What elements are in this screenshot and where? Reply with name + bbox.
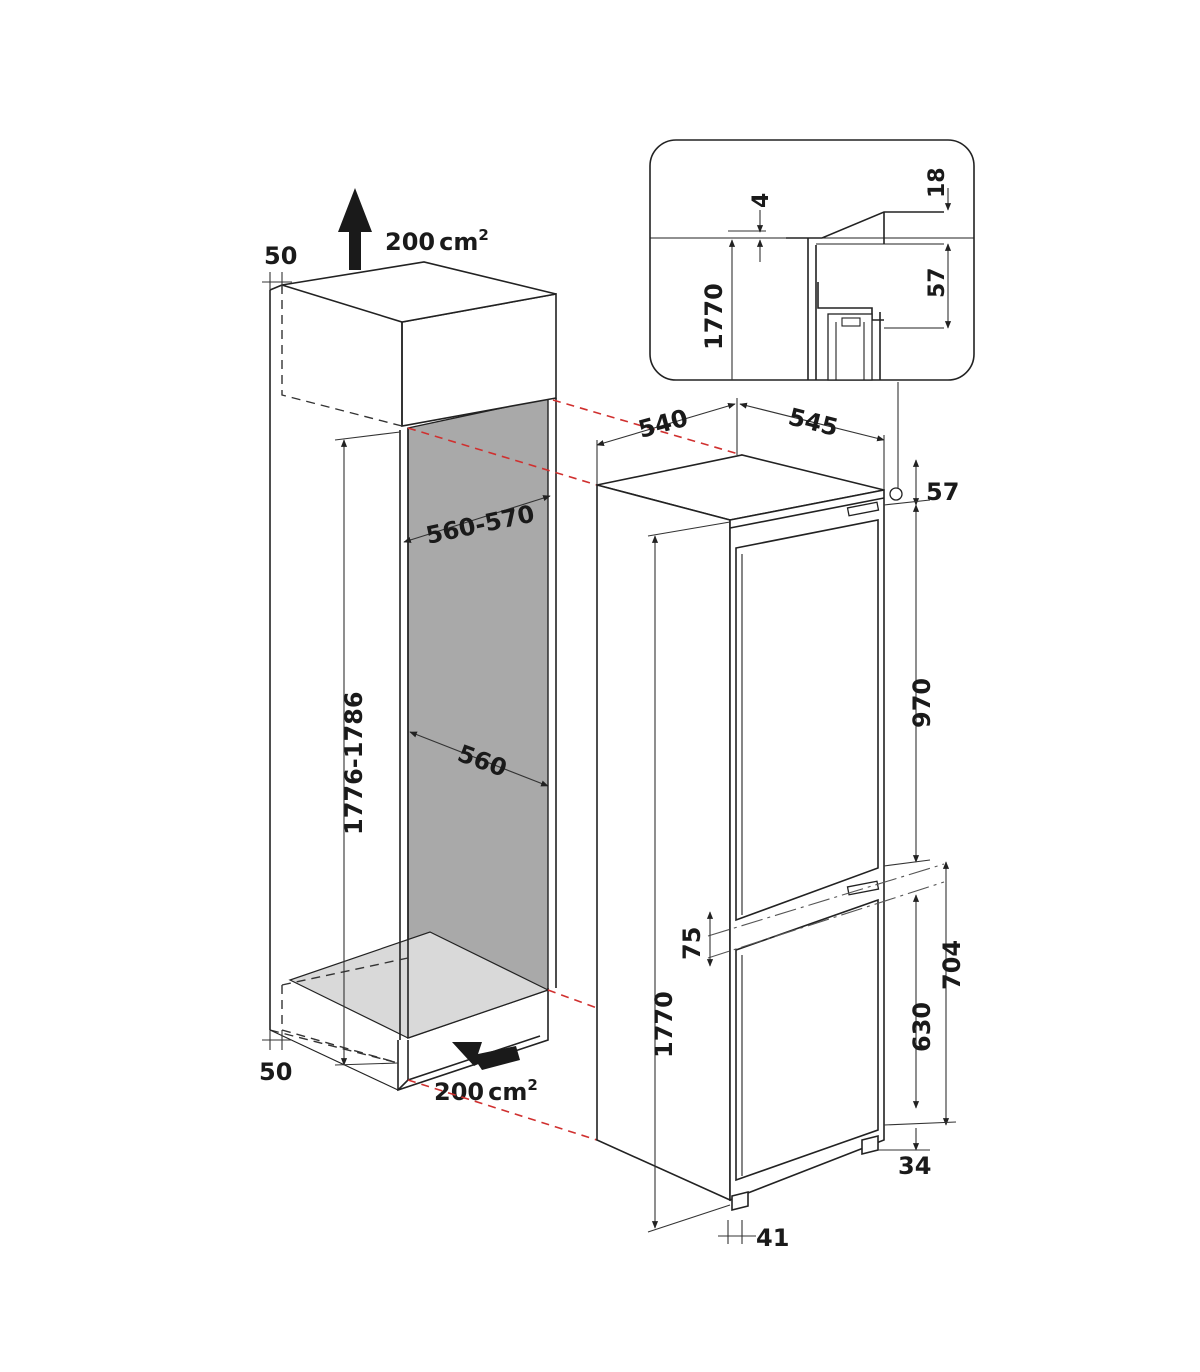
bottom-offset-dim	[262, 1030, 292, 1050]
niche-height-label: 1776-1786	[340, 691, 368, 835]
appliance-top-dims	[596, 398, 885, 490]
detail-top-label: 18	[925, 167, 950, 198]
niche-depth-dim	[409, 731, 549, 787]
upper-door-label: 970	[908, 678, 936, 728]
top-offset-dim	[262, 272, 292, 290]
top-vent-arrow	[338, 188, 372, 270]
hinge-top-label: 57	[926, 478, 959, 506]
door-gap-label: 75	[678, 927, 706, 960]
bottom-vent-arrow	[452, 1042, 520, 1070]
bottom-offset-right-label: 34	[898, 1152, 931, 1180]
appliance-left-dims	[647, 521, 756, 1244]
detail-height-label: 1770	[700, 283, 728, 350]
detail-inset	[649, 139, 975, 381]
appliance-width-label: 545	[786, 403, 841, 442]
appliance-side	[596, 483, 731, 1202]
top-offset-label: 50	[264, 242, 297, 270]
top-hinge	[846, 501, 880, 517]
detail-hinge-label: 57	[925, 267, 950, 298]
niche-height-dim	[334, 431, 401, 1066]
niche-width-dim	[403, 495, 551, 543]
lower-door-label: 630	[908, 1002, 936, 1052]
appliance-height-dims	[878, 382, 957, 1151]
lower-door	[735, 898, 879, 1182]
upper-door	[735, 519, 879, 922]
detail-gap-label: 4	[749, 193, 774, 208]
bottom-offset-label: 50	[259, 1058, 292, 1086]
lower-section-label: 704	[938, 940, 966, 990]
appliance-depth-label: 540	[635, 404, 691, 444]
niche-floor	[288, 931, 550, 1039]
appliance	[596, 454, 945, 1212]
bottom-offset-front-label: 41	[756, 1224, 789, 1252]
cabinet-niche	[269, 261, 557, 1092]
appliance-height-label: 1770	[650, 991, 678, 1058]
